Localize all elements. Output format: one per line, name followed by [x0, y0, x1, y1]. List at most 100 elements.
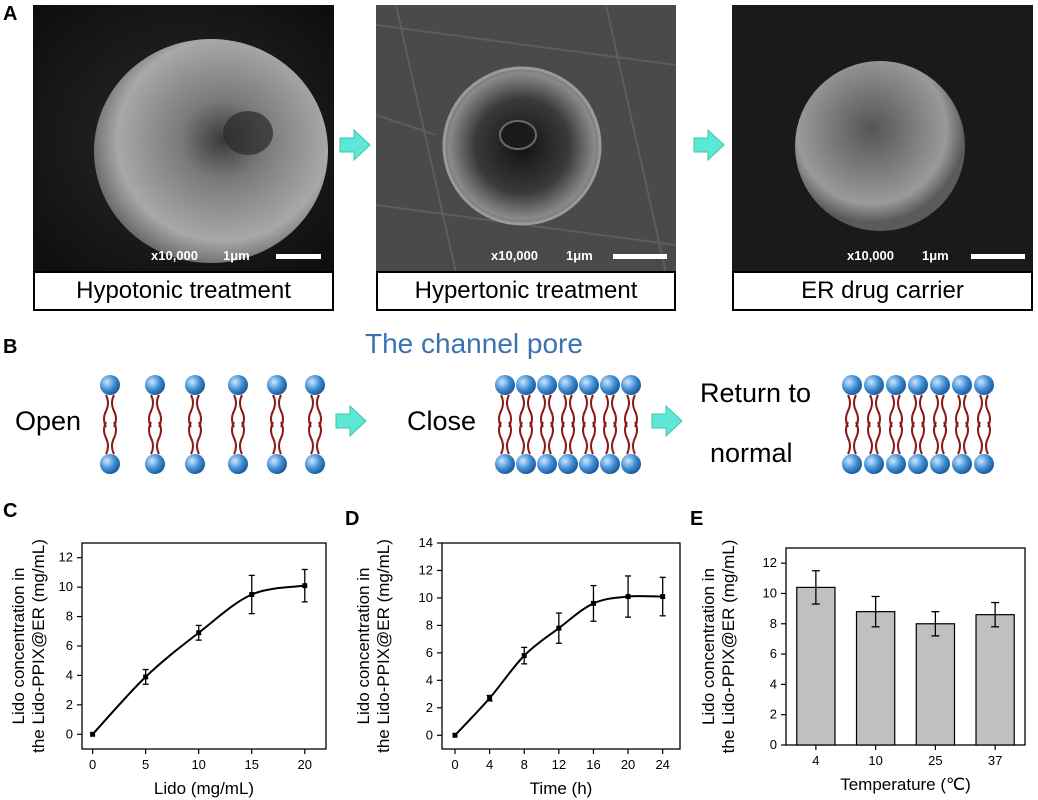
lipid-head	[600, 375, 620, 395]
lipid-molecule	[864, 375, 884, 474]
y-tick-label: 0	[66, 726, 73, 741]
y-tick-label: 8	[426, 617, 433, 632]
y-tick-label: 2	[770, 707, 777, 722]
state-normal-label: normal	[710, 438, 793, 468]
lipid-head	[842, 454, 862, 474]
state-return-label: Return to	[700, 378, 812, 408]
lipid-molecule	[537, 375, 557, 474]
lipid-head	[864, 454, 884, 474]
arrow-right-icon	[335, 404, 367, 438]
x-tick-label: 0	[451, 757, 458, 772]
lipid-head	[952, 454, 972, 474]
lipid-molecule	[305, 375, 325, 474]
x-tick-label: 37	[988, 753, 1002, 768]
y-tick-label: 12	[419, 562, 433, 577]
x-tick-label: 10	[191, 757, 205, 772]
caption-er-carrier: ER drug carrier	[732, 271, 1033, 311]
lipid-head	[908, 454, 928, 474]
y-tick-label: 8	[770, 616, 777, 631]
state-open-label: Open	[15, 406, 82, 436]
sem-cell-er-carrier	[732, 5, 1033, 273]
data-point	[660, 594, 666, 600]
arrow-right-icon	[651, 404, 683, 438]
x-tick-label: 20	[621, 757, 635, 772]
bar	[975, 614, 1015, 746]
lipid-head	[974, 454, 994, 474]
data-point	[302, 583, 308, 589]
panel-c-letter: C	[3, 500, 18, 522]
lipid-head	[228, 375, 248, 395]
sem-cell-hypotonic	[33, 5, 334, 273]
lipid-head	[267, 375, 287, 395]
lipid-head	[908, 375, 928, 395]
lipid-molecule	[886, 375, 906, 474]
y-tick-label: 6	[426, 645, 433, 660]
y-axis-label: Lido concentration in	[354, 568, 373, 725]
lipid-molecule	[495, 375, 515, 474]
series-line	[91, 584, 305, 735]
scale-bar	[276, 254, 321, 259]
x-axis-label: Time (h)	[530, 779, 593, 798]
lipid-head	[930, 454, 950, 474]
lipid-head	[185, 454, 205, 474]
y-tick-label: 0	[426, 727, 433, 742]
plot-frame	[785, 547, 1026, 746]
y-tick-label: 2	[66, 697, 73, 712]
plot-frame	[81, 542, 327, 750]
y-tick-label: 10	[419, 590, 433, 605]
x-tick-label: 20	[298, 757, 312, 772]
membrane-diagram	[100, 375, 994, 474]
lipid-head	[952, 375, 972, 395]
sem-image-hypotonic: x10,000 1μm	[33, 5, 334, 273]
y-tick-label: 6	[770, 646, 777, 661]
lipid-head	[558, 454, 578, 474]
lipid-head	[516, 375, 536, 395]
scale-bar	[971, 254, 1025, 259]
x-tick-label: 4	[486, 757, 493, 772]
lipid-molecule	[908, 375, 928, 474]
lipid-head	[305, 454, 325, 474]
lipid-head	[537, 375, 557, 395]
lipid-head	[495, 454, 515, 474]
x-tick-label: 8	[521, 757, 528, 772]
lipid-molecule	[228, 375, 248, 474]
lipid-molecule	[842, 375, 862, 474]
y-tick-label: 2	[426, 700, 433, 715]
lipid-head	[974, 375, 994, 395]
lipid-molecule	[185, 375, 205, 474]
scale-label: 1μm	[922, 248, 949, 263]
lipid-head	[228, 454, 248, 474]
lipid-molecule	[600, 375, 620, 474]
lipid-head	[100, 454, 120, 474]
y-tick-label: 10	[763, 585, 777, 600]
lipid-molecule	[267, 375, 287, 474]
x-tick-label: 0	[89, 757, 96, 772]
y-axis-label: the Lido-PPIX@ER (mg/mL)	[29, 539, 48, 753]
y-tick-label: 12	[763, 555, 777, 570]
y-tick-label: 4	[770, 676, 777, 691]
y-tick-label: 4	[426, 672, 433, 687]
lipid-head	[579, 375, 599, 395]
lipid-molecule	[930, 375, 950, 474]
x-tick-label: 12	[552, 757, 566, 772]
bar	[915, 623, 956, 746]
x-tick-label: 25	[928, 753, 942, 768]
lipid-molecule	[579, 375, 599, 474]
lipid-head	[621, 454, 641, 474]
x-tick-label: 4	[812, 753, 819, 768]
lipid-head	[267, 454, 287, 474]
lipid-head	[100, 375, 120, 395]
data-point	[452, 732, 458, 738]
lipid-head	[930, 375, 950, 395]
data-point	[249, 592, 255, 597]
y-tick-label: 0	[770, 737, 777, 752]
y-axis-label: the Lido-PPIX@ER (mg/mL)	[374, 539, 393, 753]
panel-b-title: The channel pore	[365, 328, 583, 359]
lipid-head	[579, 454, 599, 474]
arrow-right-icon	[339, 128, 371, 162]
lipid-molecule	[952, 375, 972, 474]
magnification-label: x10,000	[847, 248, 894, 263]
x-tick-label: 10	[868, 753, 882, 768]
lipid-head	[886, 375, 906, 395]
